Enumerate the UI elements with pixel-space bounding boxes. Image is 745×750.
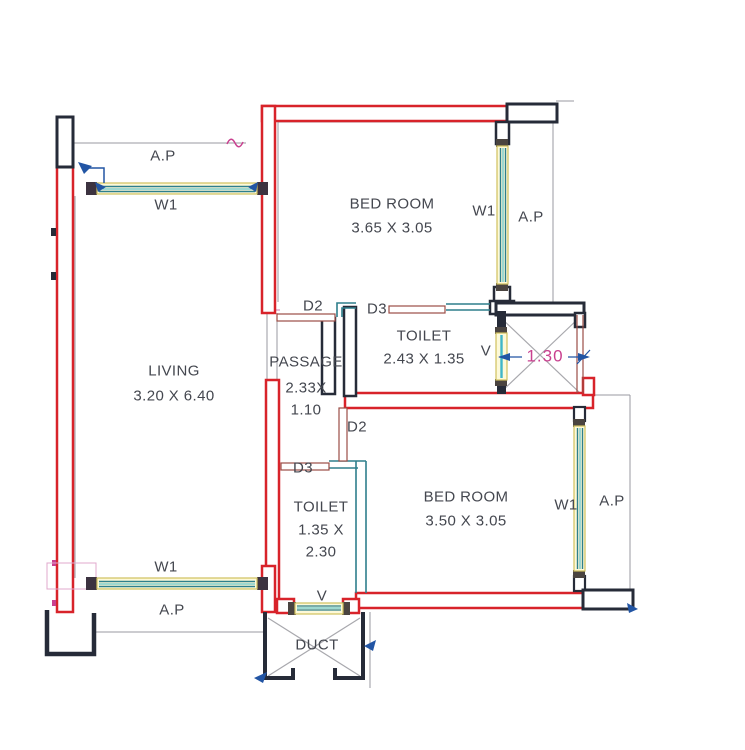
wall-top-right (505, 102, 559, 124)
wall-bottom-right (581, 588, 635, 611)
window-tag-w1-bedroom-top: W1 (472, 202, 496, 220)
room-dim-bedroom-top: 3.65 X 3.05 (351, 219, 433, 237)
room-dim-toilet-bottom-1: 1.35 X (298, 521, 344, 539)
wall-duct2-left (263, 612, 295, 680)
wall-bedroom2-window-stub-top (572, 405, 587, 423)
vent-tag-toilet-top: V (480, 342, 492, 360)
wall-top-left-column (55, 115, 75, 169)
room-dim-passage-2: 1.10 (290, 401, 322, 419)
room-dim-passage-1: 2.33X (285, 379, 327, 397)
window-w1-living-bottom (46, 562, 268, 590)
doors (276, 305, 446, 471)
wall-teal-passage-corner-inner (341, 307, 356, 317)
wall-duct-corner (573, 311, 587, 329)
door-d3-toilet-bottom (280, 462, 330, 471)
airpassage-tag-right-top: A.P (518, 208, 544, 226)
room-label-passage: PASSAGE (269, 353, 343, 371)
black-walls (55, 102, 635, 611)
door-tag-d3-toilet-top: D3 (367, 300, 387, 318)
room-label-duct: DUCT (295, 636, 339, 654)
wall-bottom-left-bracket (44, 610, 97, 657)
red-walls (55, 104, 596, 615)
vent-tag-toilet-bottom: V (316, 587, 328, 605)
pink-ticks (52, 560, 56, 606)
window-tag-w1-top-left: W1 (154, 196, 178, 214)
wall-duct2-right (333, 612, 365, 680)
wall-bedroom-top-top (260, 104, 514, 123)
window-w1-bedroom-bottom (573, 419, 586, 578)
door-tag-d2-passage-right: D2 (347, 418, 367, 436)
wall-toilet-top-left (342, 305, 358, 398)
duct-dim-1-30: 1.30 (526, 346, 564, 366)
door-d2-passage-right (338, 407, 348, 462)
teal-walls (329, 302, 490, 593)
room-label-toilet-bottom: TOILET (293, 498, 349, 516)
duct-cross-lines (267, 316, 581, 677)
wall-duct-top (494, 301, 586, 317)
room-label-bedroom-top: BED ROOM (349, 195, 435, 213)
vent-flank-solids (51, 228, 506, 394)
window-w1-bedroom-top (496, 139, 509, 291)
door-d2-passage-top (276, 313, 336, 322)
window-w1-living-top (86, 182, 268, 195)
door-tag-d3-toilet-bottom: D3 (293, 459, 313, 477)
dimension-marks (78, 162, 638, 683)
room-dim-living: 3.20 X 6.40 (133, 387, 215, 405)
room-dim-toilet-bottom-2: 2.30 (305, 543, 337, 561)
window-tag-w1-bottom-left: W1 (154, 558, 178, 576)
wall-bottom-horizontal (354, 591, 590, 610)
door-d3-toilet-top (388, 305, 446, 314)
break-symbol (226, 138, 244, 148)
room-dim-toilet-top: 2.43 X 1.35 (383, 350, 465, 368)
wall-mid-horizontal (343, 391, 595, 410)
airpassage-tag-right-bottom: A.P (599, 492, 625, 510)
room-label-living: LIVING (148, 362, 200, 380)
room-label-toilet-top: TOILET (396, 327, 452, 345)
duct-right-thin-wall (576, 315, 584, 393)
airpassage-tag-bottom-left: A.P (159, 601, 185, 619)
black-wall-paths (44, 610, 365, 680)
room-label-bedroom-bottom: BED ROOM (423, 488, 509, 506)
door-tag-d2-passage-top: D2 (303, 297, 323, 315)
airpassage-tag-top-left: A.P (150, 147, 176, 165)
wall-teal-passage-corner (336, 302, 356, 317)
wall-mid-stub (581, 376, 596, 397)
wall-bedroom-top-left (260, 104, 277, 315)
ventilator-toilet-bottom (288, 602, 350, 615)
wall-left-living (55, 162, 75, 614)
window-tag-w1-bedroom-bottom: W1 (554, 496, 578, 514)
room-dim-bedroom-bottom: 3.50 X 3.05 (425, 512, 507, 530)
